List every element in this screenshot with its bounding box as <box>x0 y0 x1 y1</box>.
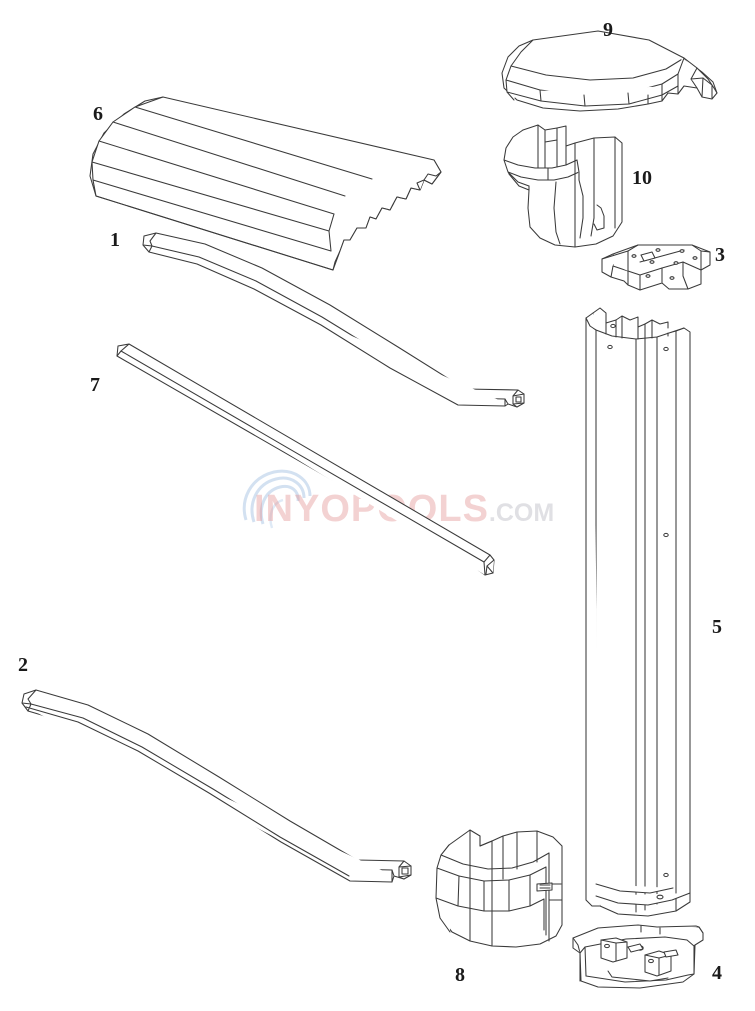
part-9-top-upright-cap <box>501 30 718 112</box>
part-8-bottom-upright-cap <box>435 829 563 948</box>
part-5-vertical-upright-column <box>585 307 691 917</box>
part-label-7: 7 <box>90 374 100 396</box>
part-7-straight-stabilizer-bar <box>116 343 495 576</box>
part-label-8: 8 <box>455 964 465 986</box>
part-10-upright-connector-cover <box>503 124 623 248</box>
part-label-1: 1 <box>110 229 120 251</box>
part-1-curved-top-rail <box>142 232 525 408</box>
part-6-top-rail-cover <box>89 96 442 271</box>
part-3-upright-top-bracket <box>601 244 711 291</box>
part-label-4: 4 <box>712 962 722 984</box>
part-label-2: 2 <box>18 654 28 676</box>
part-label-5: 5 <box>712 616 722 638</box>
part-label-6: 6 <box>93 103 103 125</box>
part-label-9: 9 <box>603 19 613 41</box>
part-label-10: 10 <box>632 167 652 189</box>
part-2-curved-bottom-rail <box>21 689 412 883</box>
part-label-3: 3 <box>715 244 725 266</box>
part-4-base-foot-plate <box>572 924 704 989</box>
